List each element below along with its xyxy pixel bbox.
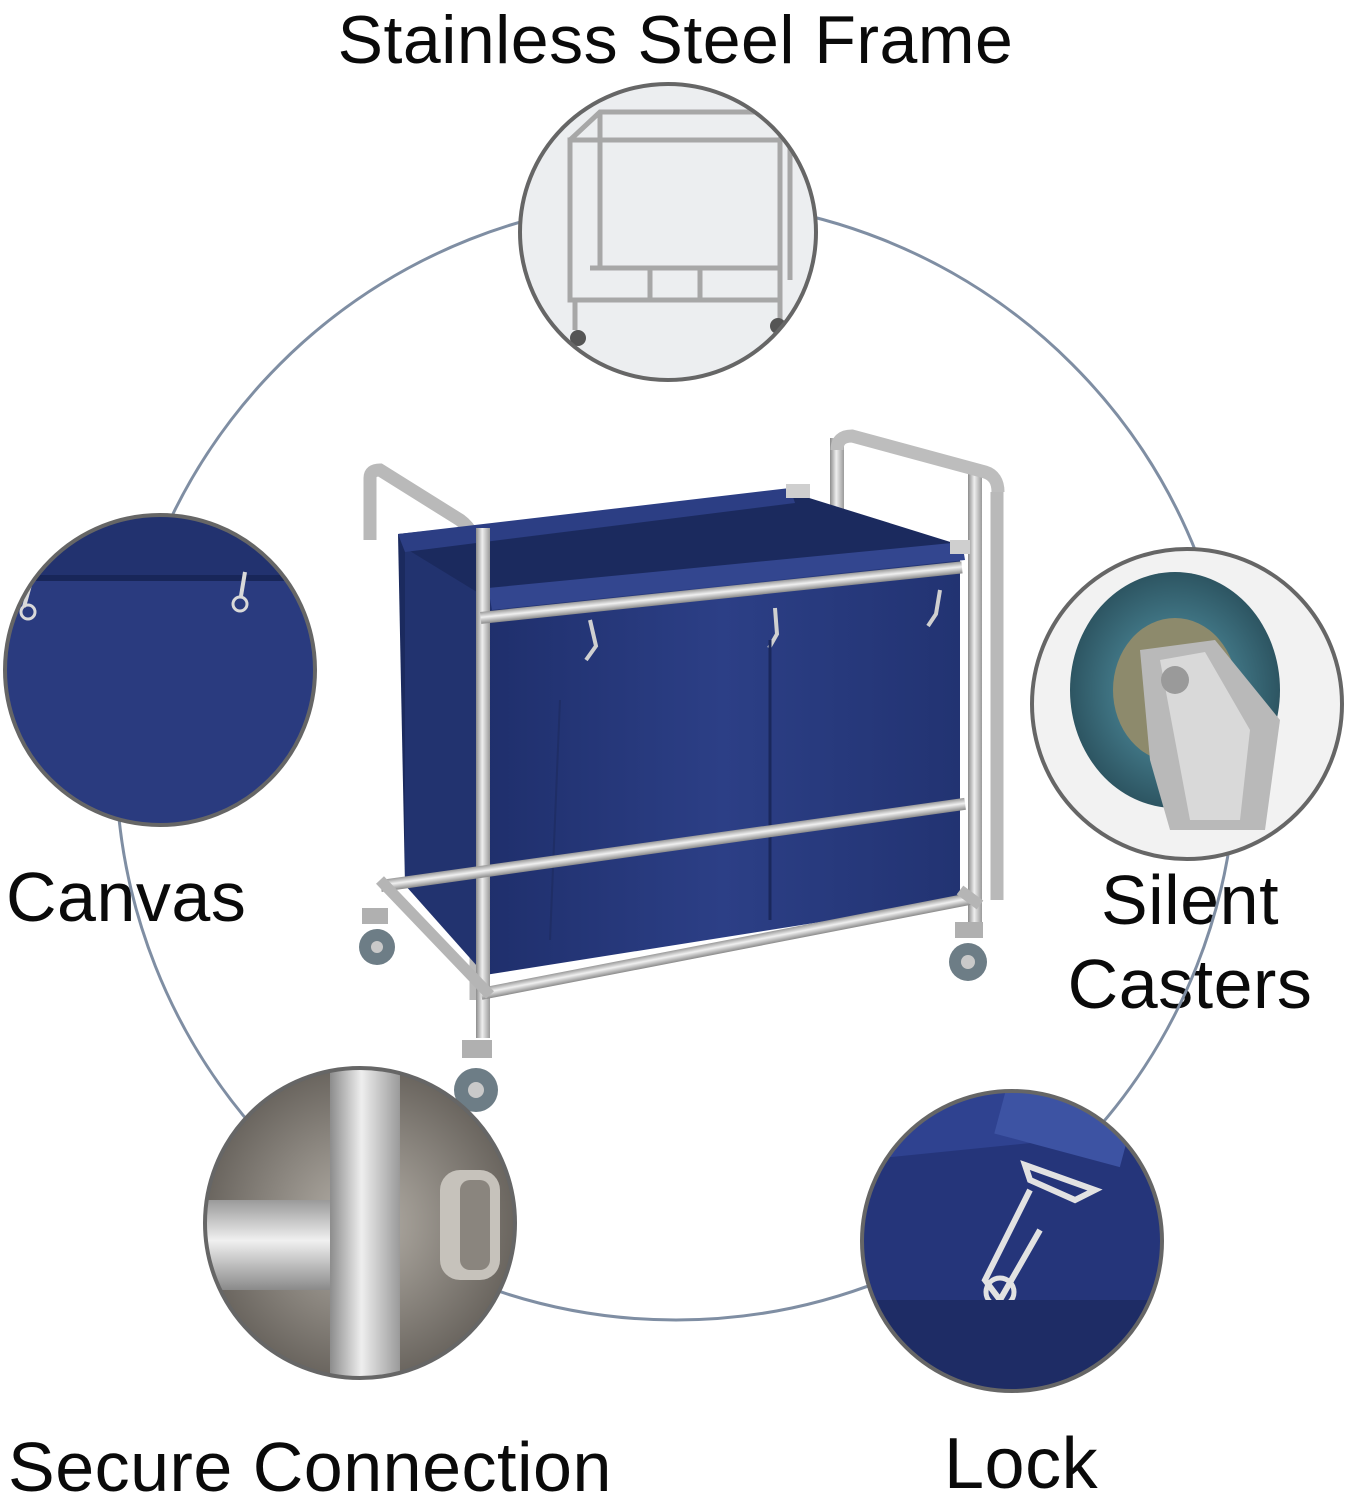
caster-detail-image [1030,547,1344,861]
lock-label: Lock [944,1424,1099,1504]
stainless-steel-frame-label: Stainless Steel Frame [337,2,1014,78]
caster-front-right [949,922,987,981]
lock-detail-image [860,1089,1164,1393]
caster-front-left [454,1040,498,1112]
canvas-label: Canvas [6,858,247,936]
laundry-trolley [359,429,1005,1112]
frame-detail-image [518,82,818,382]
secure-connection-label: Secure Connection [8,1428,612,1506]
connection-detail-image [203,1066,517,1380]
silent-casters-label-line1: Silent [1100,861,1280,939]
silent-casters-label: Silent Casters [1030,858,1350,1026]
caster-back-left [359,908,395,965]
canvas-detail-image [3,513,317,827]
